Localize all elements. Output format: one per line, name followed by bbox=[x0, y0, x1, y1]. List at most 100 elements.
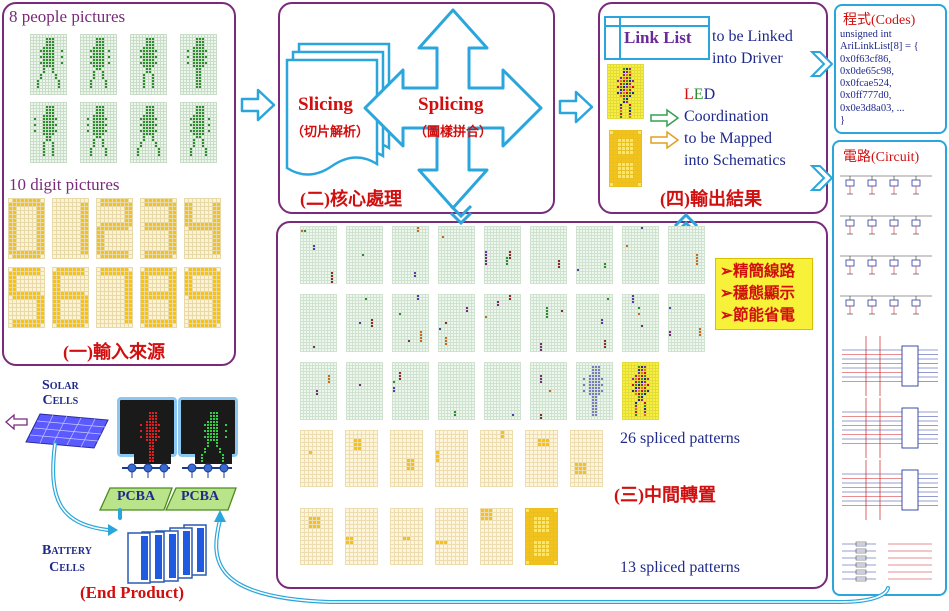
core-processing-title: (二)核心處理 bbox=[300, 189, 402, 209]
codes-title: 程式(Codes) bbox=[843, 13, 916, 28]
people-spliced-patterns bbox=[300, 226, 712, 426]
digit-8-picture bbox=[140, 267, 177, 328]
spliced-figure-pattern bbox=[300, 362, 337, 420]
led-letter-l: L bbox=[684, 86, 694, 103]
benefits-box: ➢精簡線路 ➢穩態顯示 ➢節能省電 bbox=[715, 258, 813, 330]
spliced-figure-pattern bbox=[576, 362, 613, 420]
coordination-line-1: Coordination bbox=[684, 108, 769, 125]
digit-4-picture bbox=[184, 198, 221, 259]
digit-pictures-label: 10 digit pictures bbox=[9, 175, 120, 194]
walking-figure-icon bbox=[180, 34, 217, 95]
spliced-digit-pattern bbox=[435, 508, 468, 565]
splicing-label: Splicing bbox=[418, 94, 484, 115]
walking-figure-icon bbox=[80, 34, 117, 95]
spliced-figure-pattern bbox=[484, 362, 521, 420]
list-frame-icon bbox=[604, 16, 710, 60]
pcba-board-icon bbox=[98, 487, 237, 511]
code-line: 0x0de65c98, bbox=[840, 65, 894, 77]
circuit-title: 電路(Circuit) bbox=[843, 150, 920, 165]
end-product-title: (End Product) bbox=[80, 583, 185, 602]
battery-icon bbox=[127, 524, 207, 584]
digit-1-picture bbox=[52, 198, 89, 259]
spliced-digit-pattern bbox=[525, 430, 558, 487]
spliced-figure-pattern bbox=[530, 294, 567, 352]
benefit-item: ➢節能省電 bbox=[720, 307, 795, 324]
solar-panel-icon bbox=[25, 413, 109, 449]
spliced-figure-pattern bbox=[346, 294, 383, 352]
coordination-line-3: into Schematics bbox=[684, 152, 786, 169]
spliced-digit-pattern bbox=[570, 430, 603, 487]
colored-figure bbox=[607, 64, 644, 119]
walking-figure-icon bbox=[80, 102, 117, 163]
code-line: AriLinkList[8] = { bbox=[840, 41, 919, 53]
spliced-figure-pattern bbox=[346, 226, 383, 284]
spliced-figure-pattern bbox=[438, 294, 475, 352]
benefit-item: ➢精簡線路 bbox=[720, 263, 795, 280]
solar-cells-label: Solar Cells bbox=[42, 378, 79, 408]
arrow-left-icon bbox=[5, 413, 28, 431]
led-letter-e: E bbox=[693, 86, 704, 103]
link-list-label: Link List bbox=[624, 28, 692, 47]
spliced-figure-pattern bbox=[668, 294, 705, 352]
spliced-figure-pattern bbox=[622, 362, 659, 420]
digit-6-picture bbox=[52, 267, 89, 328]
spliced-figure-pattern bbox=[530, 362, 567, 420]
solar-line-2: Cells bbox=[42, 393, 79, 408]
people-pictures bbox=[30, 34, 230, 170]
splicing-sub-label: （圖樣拼合） bbox=[414, 124, 493, 139]
spliced-digit-pattern bbox=[525, 508, 558, 565]
chevron-right-icon bbox=[809, 51, 834, 77]
spliced-figure-pattern bbox=[484, 294, 521, 352]
spliced-digit-pattern bbox=[345, 430, 378, 487]
connector-icon bbox=[122, 463, 232, 478]
code-line: 0x0e3d8a03, ... bbox=[840, 102, 905, 114]
schematic-diagram bbox=[840, 175, 938, 582]
input-source-title: (一)輸入來源 bbox=[63, 342, 165, 362]
green-pedestrian-light bbox=[178, 397, 238, 464]
coordination-line-2: to be Mapped bbox=[684, 130, 772, 147]
spliced-figure-pattern bbox=[346, 362, 383, 420]
battery-cells-label: Battery Cells bbox=[42, 542, 92, 576]
pedestrian-figure-icon bbox=[195, 409, 232, 464]
walking-figure-icon bbox=[30, 102, 67, 163]
led-label: LED bbox=[684, 86, 715, 104]
spliced-figure-pattern bbox=[300, 226, 337, 284]
code-line: 0x0f63cf86, bbox=[840, 53, 892, 65]
spliced-figure-pattern bbox=[530, 226, 567, 284]
led-letter-d: D bbox=[703, 86, 716, 103]
spliced-digit-pattern bbox=[435, 430, 468, 487]
pcba-label-1: PCBA bbox=[117, 489, 156, 504]
arrow-right-icon bbox=[650, 130, 680, 150]
benefit-item: ➢穩態顯示 bbox=[720, 285, 795, 302]
spliced-figure-pattern bbox=[622, 226, 659, 284]
spliced-digit-pattern bbox=[300, 430, 333, 487]
battery-line-2: Cells bbox=[49, 560, 85, 575]
code-line: 0x0fcae524, bbox=[840, 78, 892, 90]
chevron-down-icon bbox=[449, 204, 473, 226]
code-line: } bbox=[840, 115, 846, 127]
digit-3-picture bbox=[140, 198, 177, 259]
red-pedestrian-light bbox=[117, 397, 177, 464]
digit-0-picture bbox=[8, 198, 45, 259]
spliced-figure-pattern bbox=[622, 294, 659, 352]
spliced-digit-pattern bbox=[480, 430, 513, 487]
walking-figure-icon bbox=[130, 102, 167, 163]
spliced-figure-pattern bbox=[392, 226, 429, 284]
spliced-figure-pattern bbox=[576, 294, 613, 352]
spliced-digit-pattern bbox=[300, 508, 333, 565]
spliced-digit-pattern bbox=[390, 508, 423, 565]
digit-8-output bbox=[609, 130, 642, 187]
code-line: 0x0ff777d0, bbox=[840, 90, 892, 102]
digit-pictures bbox=[8, 198, 230, 332]
spliced-figure-pattern bbox=[438, 226, 475, 284]
output-result-title: (四)輸出結果 bbox=[660, 189, 762, 209]
arrow-right-icon bbox=[240, 88, 276, 122]
spliced-figure-pattern bbox=[668, 226, 705, 284]
digit-7-picture bbox=[96, 267, 133, 328]
digit-5-picture bbox=[8, 267, 45, 328]
spliced-figure-pattern bbox=[438, 362, 475, 420]
solar-line-1: Solar bbox=[42, 378, 79, 393]
spliced-figure-pattern bbox=[484, 226, 521, 284]
